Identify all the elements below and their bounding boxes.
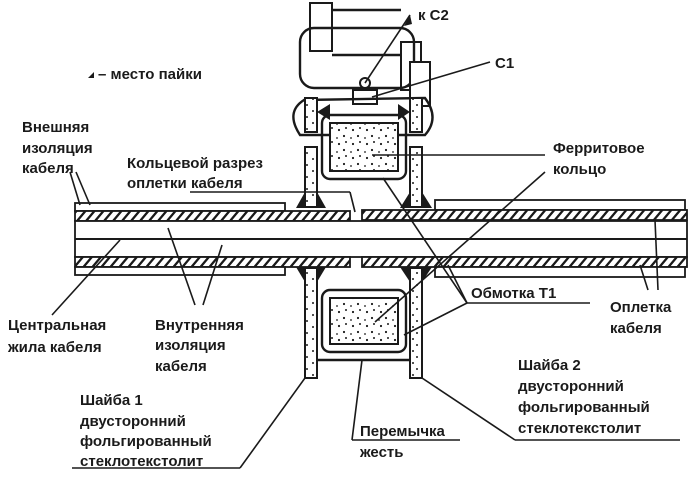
label-jumper: Перемычка жесть (359, 423, 449, 461)
coax-cable (74, 199, 688, 278)
washer-upper-left (304, 97, 318, 133)
washer-2-top (409, 146, 423, 208)
ferrite-ring-upper (329, 122, 399, 172)
label-outer-insulation: Внешняя изоляция кабеля (22, 119, 97, 177)
leader-lines (51, 14, 680, 469)
label-winding-t1: Обмотка Т1 (471, 285, 556, 302)
label-washer-2: Шайба 2 двусторонний фольгированный стек… (518, 357, 654, 437)
label-braid: Оплетка кабеля (610, 299, 676, 337)
solder-point-icon (88, 72, 94, 78)
washer-upper-right (409, 97, 423, 133)
label-ring-cut: Кольцевой разрез оплетки кабеля (127, 155, 267, 192)
label-ferrite-ring: Ферритовое кольцо (553, 140, 649, 178)
legend-text: – место пайки (98, 66, 202, 83)
label-center-conductor: Центральная жила кабеля (7, 317, 110, 356)
label-c1: С1 (495, 55, 514, 72)
label-to-c2: к С2 (418, 7, 449, 24)
ferrite-ring-lower (329, 297, 399, 345)
washer-2-bottom (409, 267, 423, 379)
washer-1-top (304, 146, 318, 208)
label-washer-1: Шайба 1 двусторонний фольгированный стек… (80, 392, 216, 470)
washer-1-bottom (304, 267, 318, 379)
label-inner-insulation: Внутренняя изоляция кабеля (155, 317, 248, 375)
